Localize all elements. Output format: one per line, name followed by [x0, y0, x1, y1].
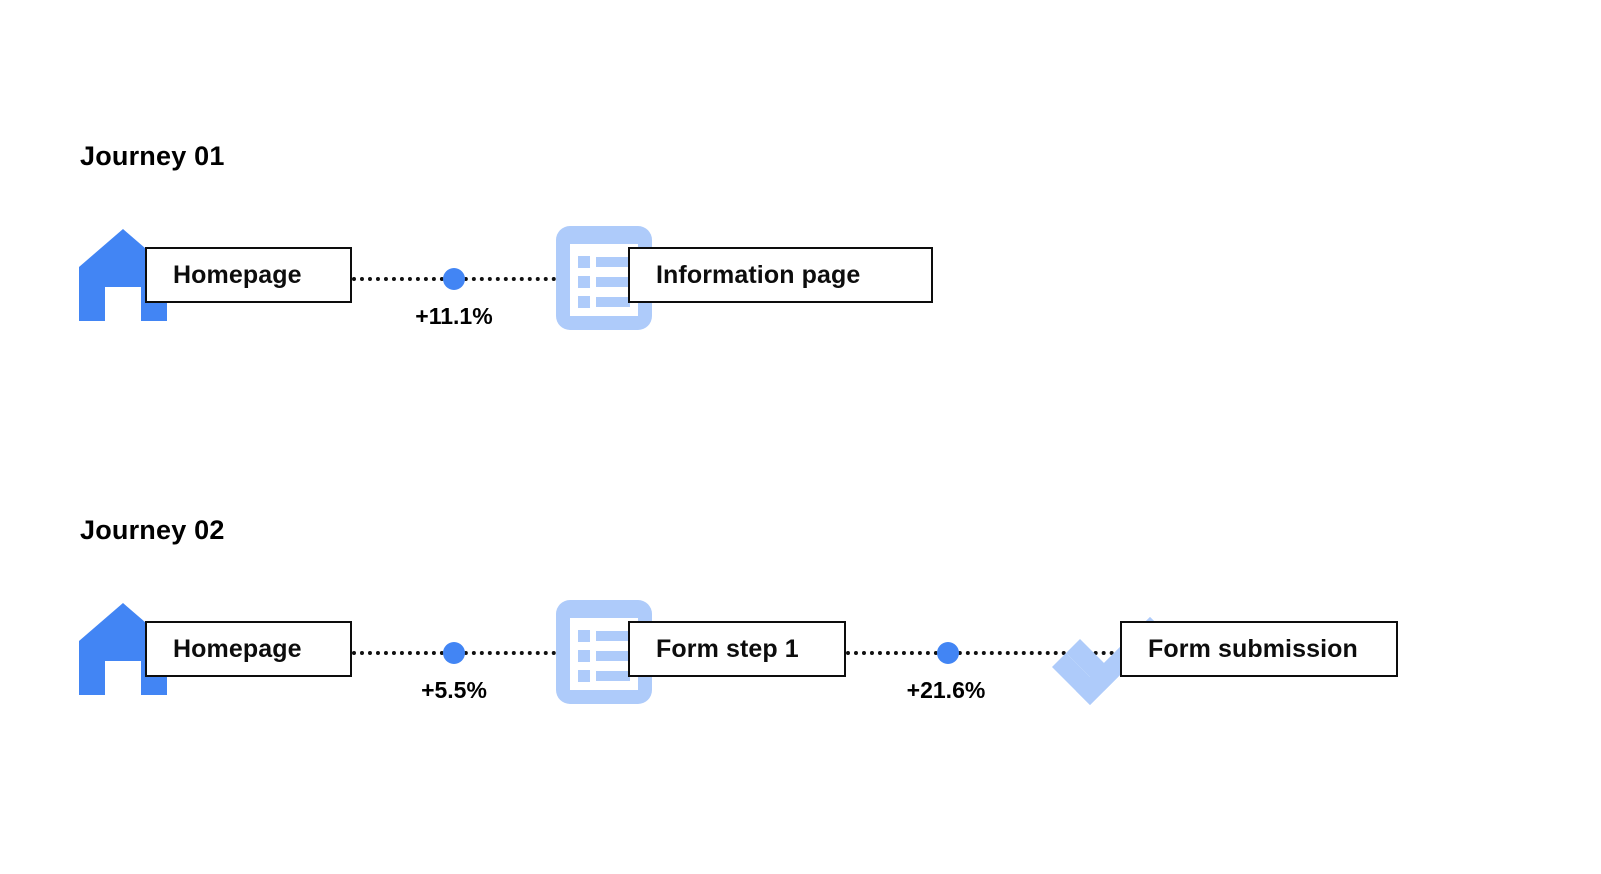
connector-1: +5.5% — [352, 642, 628, 703]
flow-dot[interactable] — [443, 268, 465, 290]
node-label: Homepage — [173, 634, 302, 663]
dotted-line — [352, 651, 628, 655]
connector-2: +21.6% — [846, 642, 1122, 703]
connector-1: +11.1% — [352, 268, 628, 329]
dotted-line — [846, 651, 1122, 655]
journey-01-flow: Homepage +11.1% Information page — [0, 215, 1601, 355]
node-label: Form step 1 — [656, 634, 799, 663]
delta-label: +11.1% — [415, 303, 493, 329]
journey-01-title: Journey 01 — [80, 141, 225, 171]
node-box-information-page[interactable]: Information page — [628, 247, 933, 303]
node-label: Form submission — [1148, 634, 1358, 663]
node-box-form-step-1[interactable]: Form step 1 — [628, 621, 846, 677]
node-label: Homepage — [173, 260, 302, 289]
node-box-homepage[interactable]: Homepage — [145, 621, 352, 677]
flow-dot[interactable] — [937, 642, 959, 664]
node-box-form-submission[interactable]: Form submission — [1120, 621, 1398, 677]
node-box-homepage[interactable]: Homepage — [145, 247, 352, 303]
dotted-line — [352, 277, 628, 281]
journey-02-title: Journey 02 — [80, 515, 225, 545]
flow-dot[interactable] — [443, 642, 465, 664]
delta-label: +5.5% — [421, 677, 487, 703]
delta-label: +21.6% — [906, 677, 986, 703]
node-label: Information page — [656, 260, 861, 289]
journey-02-flow: Homepage +5.5% Form step 1 — [0, 589, 1601, 729]
